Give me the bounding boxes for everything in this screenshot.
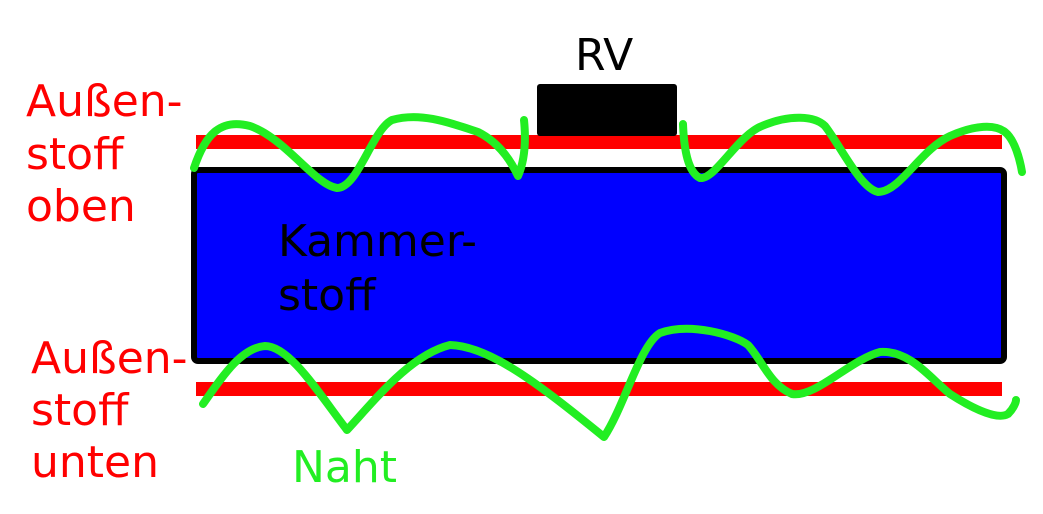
chamber-fabric-box [191,167,1007,364]
outer-fabric-top-strip [196,135,1002,149]
seam-label: Naht [292,442,398,493]
outer-fabric-top-label-line-1: Außen- [26,76,183,127]
outer-fabric-bottom-label-line-2: stoff [31,385,129,436]
outer-fabric-bottom-label-line-1: Außen- [31,333,188,384]
seam-bottom [199,324,1020,441]
valve-block [537,84,677,136]
seam-top-left [190,113,529,192]
outer-fabric-bottom-label-line-3: unten [31,437,159,488]
chamber-fabric-label-line-2: stoff [278,270,376,321]
seam-top-right [679,113,1026,196]
chamber-fabric-label-line-1: Kammer- [278,216,477,267]
outer-fabric-top-label-line-3: oben [26,181,136,232]
valve-label: RV [575,30,634,81]
outer-fabric-top-label-line-2: stoff [26,129,124,180]
